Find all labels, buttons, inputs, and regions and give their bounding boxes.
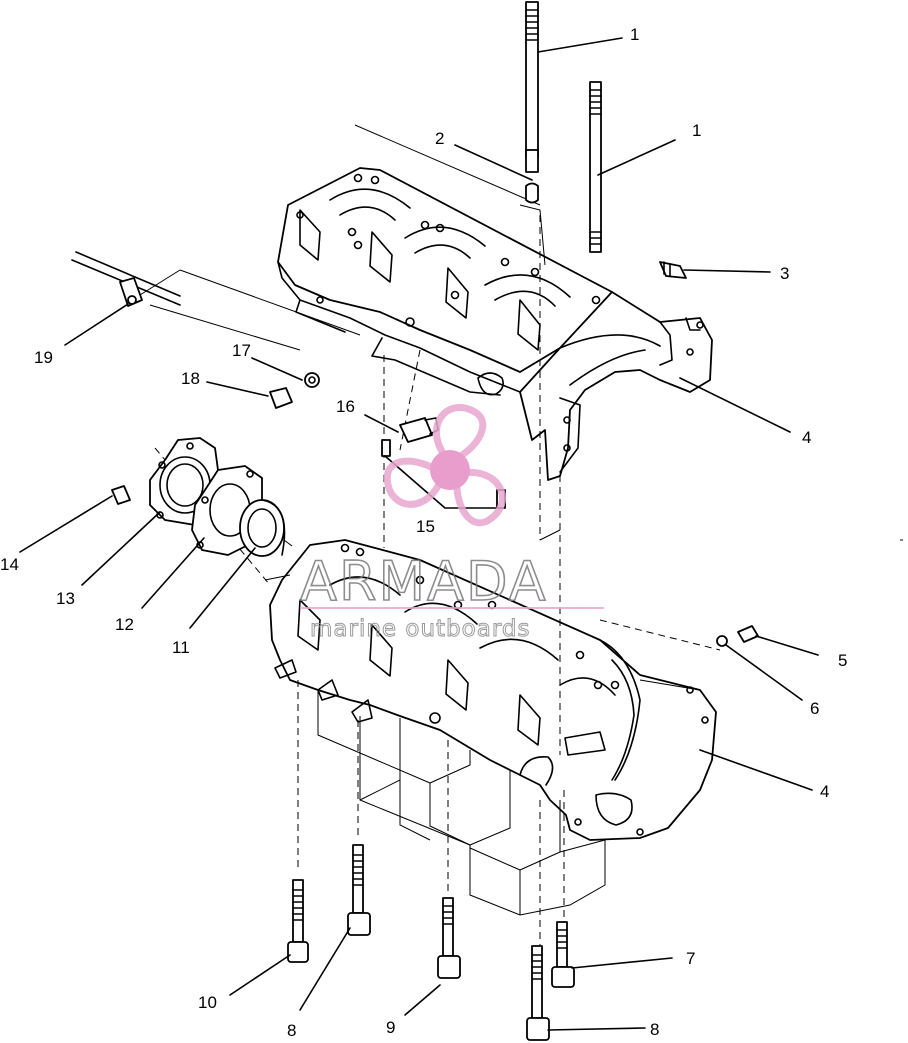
callout-2: 2 — [435, 129, 444, 148]
small-fittings — [71, 251, 506, 509]
callout-4a: 4 — [802, 428, 811, 447]
dowel-pin — [525, 182, 539, 204]
callout-19: 19 — [34, 348, 53, 367]
callout-5: 5 — [838, 651, 847, 670]
callout-7: 7 — [686, 949, 695, 968]
callout-15: 15 — [416, 517, 435, 536]
callout-8a: 8 — [287, 1021, 296, 1040]
callout-6: 6 — [810, 699, 819, 718]
clip — [659, 261, 687, 279]
callout-14: 14 — [0, 555, 19, 574]
callout-4b: 4 — [820, 782, 829, 801]
callout-12: 12 — [115, 615, 134, 634]
callout-11: 11 — [172, 638, 190, 657]
crankshaft-ghost — [139, 124, 701, 691]
armada-watermark: ARMADA marine outboards — [299, 404, 604, 643]
watermark-tagline: marine outboards — [310, 616, 530, 642]
callout-13: 13 — [56, 589, 75, 608]
callout-17: 17 — [232, 341, 251, 360]
seal-plate-parts — [111, 437, 293, 557]
callout-1b: 1 — [692, 121, 701, 140]
leader-lines — [19, 37, 819, 1031]
bolt-5-washer-6 — [716, 625, 759, 647]
propeller-logo — [380, 404, 511, 530]
upper-crankcase — [277, 167, 713, 481]
callout-18: 18 — [181, 369, 200, 388]
callout-9: 9 — [386, 1018, 395, 1037]
callout-10: 10 — [198, 993, 217, 1012]
ghost-outline-box — [317, 690, 606, 916]
callout-3: 3 — [780, 264, 789, 283]
stud-bolts — [525, 1, 602, 253]
callout-1a: 1 — [630, 25, 639, 44]
callout-labels: 1 1 2 3 4 4 5 6 7 8 8 9 10 11 12 13 14 1… — [0, 25, 847, 1040]
bottom-bolts — [287, 844, 575, 1041]
watermark-brand: ARMADA — [300, 550, 548, 613]
callout-8b: 8 — [650, 1020, 659, 1039]
callout-16: 16 — [336, 397, 355, 416]
